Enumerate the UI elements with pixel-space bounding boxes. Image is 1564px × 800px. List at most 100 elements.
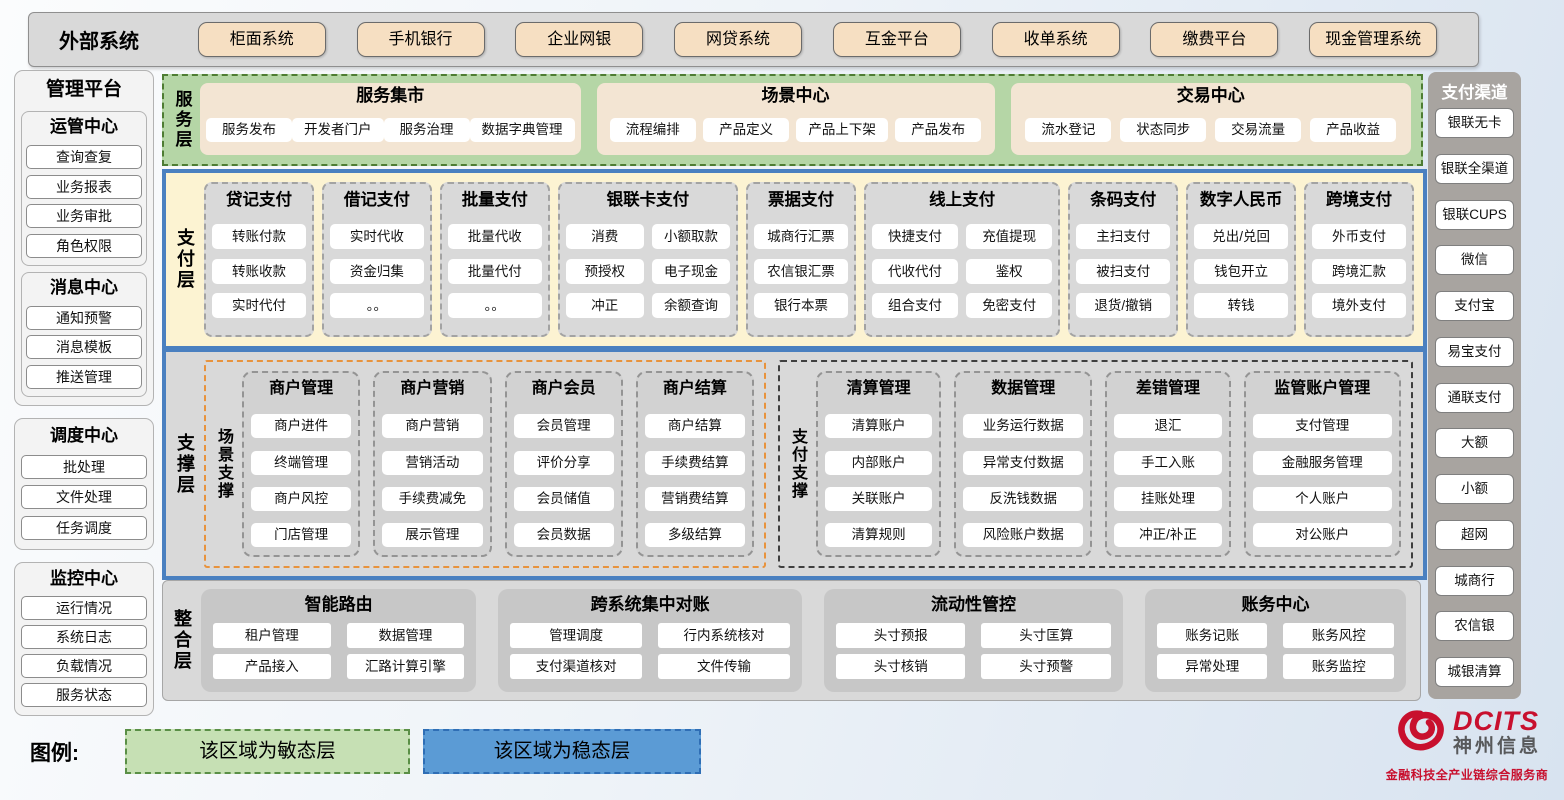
support-item: 会员数据	[513, 523, 614, 547]
payment-column-title: 条码支付	[1090, 191, 1157, 209]
payment-column-items: 转账付款转账收款实时代付	[212, 214, 306, 328]
integration-group-items: 租户管理数据管理产品接入汇路计算引擎	[213, 618, 465, 684]
support-column-title: 商户营销	[400, 380, 465, 397]
payment-support-label: 支付支撑	[789, 428, 806, 500]
external-systems-items: 柜面系统手机银行企业网银网贷系统互金平台收单系统缴费平台现金管理系统	[167, 22, 1478, 57]
mp-item: 业务报表	[26, 174, 142, 199]
external-systems-bar: 外部系统 柜面系统手机银行企业网银网贷系统互金平台收单系统缴费平台现金管理系统	[28, 12, 1479, 67]
service-group-items: 流水登记状态同步交易流量产品收益	[1011, 109, 1412, 155]
payment-item: 免密支付	[966, 293, 1053, 319]
support-column-title: 清算管理	[846, 380, 911, 397]
integration-item: 头寸核销	[835, 653, 966, 679]
payment-item: 转钱	[1194, 293, 1289, 319]
support-item: 清算规则	[825, 523, 933, 547]
external-system-node: 企业网银	[515, 22, 644, 57]
mp-item: 任务调度	[21, 515, 147, 540]
mp-item: 批处理	[21, 454, 147, 479]
support-column: 商户营销商户营销营销活动手续费减免展示管理	[373, 371, 492, 557]
integration-item: 租户管理	[213, 623, 331, 649]
support-item: 评价分享	[513, 450, 614, 475]
scene-support-section: 场景支撑 商户管理商户进件终端管理商户风控门店管理商户营销商户营销营销活动手续费…	[204, 360, 766, 568]
support-item: 业务运行数据	[963, 414, 1084, 439]
payment-item: 转账收款	[212, 258, 306, 284]
dcits-logo-top: DCITS 神州信息	[1393, 702, 1541, 763]
external-system-node: 手机银行	[356, 22, 485, 57]
dcits-brand: DCITS	[1452, 705, 1539, 736]
integration-item: 汇路计算引擎	[346, 653, 465, 679]
payment-column-items: 实时代收资金归集。。	[329, 214, 424, 328]
support-item: 异常支付数据	[963, 450, 1084, 475]
mp-item: 业务审批	[26, 204, 142, 229]
support-item: 金融服务管理	[1252, 450, 1392, 475]
payment-column: 线上支付快捷支付充值提现代收代付鉴权组合支付免密支付	[863, 182, 1061, 337]
payment-item: 实时代收	[329, 223, 424, 249]
mp-group-title: 消息中心	[50, 277, 118, 297]
support-column-title: 商户管理	[269, 380, 334, 397]
payment-item: 城商行汇票	[754, 223, 848, 249]
payment-item: 钱包开立	[1194, 258, 1289, 284]
support-content: 场景支撑 商户管理商户进件终端管理商户风控门店管理商户营销商户营销营销活动手续费…	[204, 352, 1423, 576]
external-system-node: 现金管理系统	[1309, 22, 1438, 57]
payment-column-items: 快捷支付充值提现代收代付鉴权组合支付免密支付	[871, 214, 1053, 328]
mp-item: 文件处理	[21, 485, 147, 510]
service-group-title: 交易中心	[1176, 86, 1245, 105]
support-item: 挂账处理	[1114, 486, 1222, 511]
mp-item: 系统日志	[21, 625, 147, 649]
payment-item: 转账付款	[212, 223, 306, 249]
payment-item: 境外支付	[1312, 293, 1406, 319]
support-item: 营销活动	[382, 450, 483, 475]
payment-column-items: 兑出/兑回钱包开立转钱	[1194, 214, 1289, 328]
service-item: 交易流量	[1215, 118, 1302, 142]
service-group: 交易中心流水登记状态同步交易流量产品收益	[1010, 83, 1412, 155]
dcits-logo: DCITS 神州信息 金融科技全产业链综合服务商	[1376, 702, 1558, 783]
integration-item: 头寸匡算	[981, 623, 1111, 649]
service-groups: 服务集市服务发布开发者门户服务治理数据字典管理场景中心流程编排产品定义产品上下架…	[200, 76, 1421, 164]
payment-column: 借记支付实时代收资金归集。。	[321, 182, 432, 337]
payment-item: 资金归集	[329, 258, 424, 284]
management-platform-panel: 管理平台 运管中心查询查复业务报表业务审批角色权限消息中心通知预警消息模板推送管…	[14, 70, 154, 406]
payment-column-title: 贷记支付	[225, 191, 292, 209]
payment-column-items: 外币支付跨境汇款境外支付	[1312, 214, 1406, 328]
payment-item: 兑出/兑回	[1194, 223, 1289, 249]
payment-channels-title: 支付渠道	[1441, 84, 1508, 102]
payment-item: 退货/撤销	[1076, 293, 1171, 319]
mp-group: 运管中心查询查复业务报表业务审批角色权限	[21, 111, 147, 267]
support-item: 内部账户	[825, 450, 933, 475]
support-layer-label: 支撑层	[175, 432, 195, 496]
integration-item: 账务监控	[1283, 653, 1394, 679]
external-system-node: 柜面系统	[197, 22, 326, 57]
support-item: 商户营销	[382, 414, 483, 439]
support-column-title: 数据管理	[991, 380, 1056, 397]
mp-group-title: 监控中心	[50, 569, 118, 588]
payment-column-title: 数字人民币	[1199, 191, 1283, 209]
mp-group: 调度中心批处理文件处理任务调度	[21, 423, 147, 541]
payment-item: 批量代付	[447, 258, 542, 284]
payment-item: 外币支付	[1312, 223, 1406, 249]
service-item: 数据字典管理	[469, 118, 575, 142]
support-item: 支付管理	[1252, 414, 1392, 439]
payment-item: 小额取款	[651, 223, 731, 249]
payment-column-items: 批量代收批量代付。。	[447, 214, 542, 328]
payment-column-title: 借记支付	[343, 191, 410, 209]
legend: 图例: 该区域为敏态层 该区域为稳态层	[30, 729, 701, 774]
support-item: 商户风控	[251, 486, 352, 511]
service-group-title: 服务集市	[356, 86, 425, 105]
support-item: 多级结算	[644, 523, 745, 547]
payment-item: 主扫支付	[1076, 223, 1171, 249]
support-item: 手续费结算	[644, 450, 745, 475]
integration-item: 头寸预报	[835, 623, 966, 649]
payment-column-title: 票据支付	[768, 191, 835, 209]
payment-channel: 城银清算	[1435, 657, 1514, 687]
payment-channel: 城商行	[1435, 565, 1514, 596]
integration-item: 头寸预警	[981, 653, 1111, 679]
service-item: 服务治理	[383, 118, 470, 142]
service-group-items: 流程编排产品定义产品上下架产品发布	[597, 109, 995, 155]
integration-group-items: 管理调度行内系统核对支付渠道核对文件传输	[510, 618, 790, 684]
payment-channel: 易宝支付	[1435, 336, 1514, 367]
service-layer: 服务层 服务集市服务发布开发者门户服务治理数据字典管理场景中心流程编排产品定义产…	[162, 74, 1423, 166]
integration-group-items: 账务记账账务风控异常处理账务监控	[1156, 618, 1394, 684]
payment-item: 鉴权	[966, 258, 1053, 284]
integration-group-title: 智能路由	[304, 595, 373, 614]
support-column-title: 差错管理	[1135, 380, 1200, 397]
